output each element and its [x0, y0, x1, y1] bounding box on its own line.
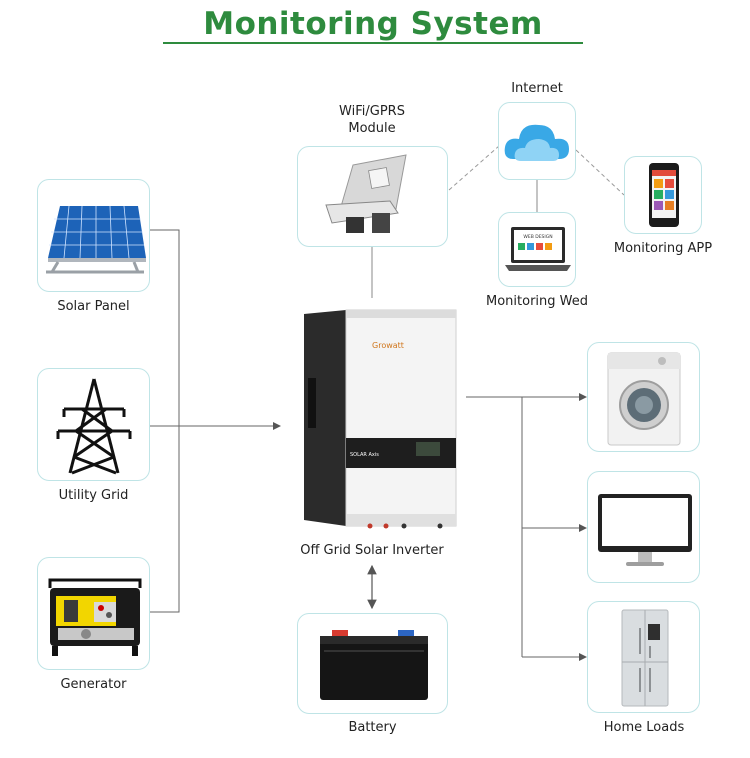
- wifi-module-label-line1: WiFi/GPRS: [339, 104, 405, 119]
- monitoring-web-card: WEB DESIGN: [498, 212, 576, 287]
- refrigerator-card: [587, 601, 700, 713]
- utility-grid-label: Utility Grid: [58, 488, 129, 503]
- wifi-module-label-line2: Module: [348, 121, 396, 136]
- solar-panel-label: Solar Panel: [57, 299, 130, 314]
- internet-card: [498, 102, 576, 180]
- laptop-icon: WEB DESIGN: [505, 227, 571, 271]
- solar-panel-card: [37, 179, 150, 292]
- utility-grid-card: [37, 368, 150, 481]
- inverter-label: Off Grid Solar Inverter: [300, 543, 444, 558]
- power-tower-icon: [56, 378, 132, 475]
- sources-connector: [150, 229, 281, 613]
- inverter-image: Growatt SOLAR Axis: [300, 308, 460, 532]
- inverter-panel-text: SOLAR Axis: [350, 452, 379, 458]
- title-underline: [163, 42, 583, 44]
- washing-machine-card: [587, 342, 700, 452]
- inverter-brand-text: Growatt: [372, 341, 404, 350]
- smartphone-icon: [649, 163, 679, 227]
- battery-icon: [320, 630, 428, 700]
- home-loads-label: Home Loads: [603, 720, 685, 735]
- generator-card: [37, 557, 150, 670]
- solar-panel-icon: [46, 205, 146, 274]
- washing-machine-icon: [607, 352, 681, 446]
- monitor-icon: [598, 494, 692, 566]
- monitor-card: [587, 471, 700, 583]
- cloud-icon: [504, 124, 569, 161]
- wifi-module-card: [297, 146, 448, 247]
- wifi-module-icon: [325, 154, 407, 233]
- monitoring-app-card: [624, 156, 702, 234]
- generator-icon: [48, 578, 142, 656]
- battery-card: [297, 613, 448, 714]
- monitoring-app-label: Monitoring APP: [613, 241, 713, 256]
- page-title: Monitoring System: [203, 6, 543, 42]
- generator-label: Generator: [60, 677, 127, 692]
- web-screen-text: WEB DESIGN: [523, 234, 552, 240]
- monitoring-web-label: Monitoring Wed: [486, 294, 588, 309]
- refrigerator-icon: [621, 609, 669, 707]
- loads-connector: [466, 393, 587, 661]
- dashed-links: [448, 145, 625, 196]
- internet-label: Internet: [511, 81, 563, 96]
- inverter-icon: Growatt SOLAR Axis: [304, 309, 457, 529]
- battery-label: Battery: [348, 720, 397, 735]
